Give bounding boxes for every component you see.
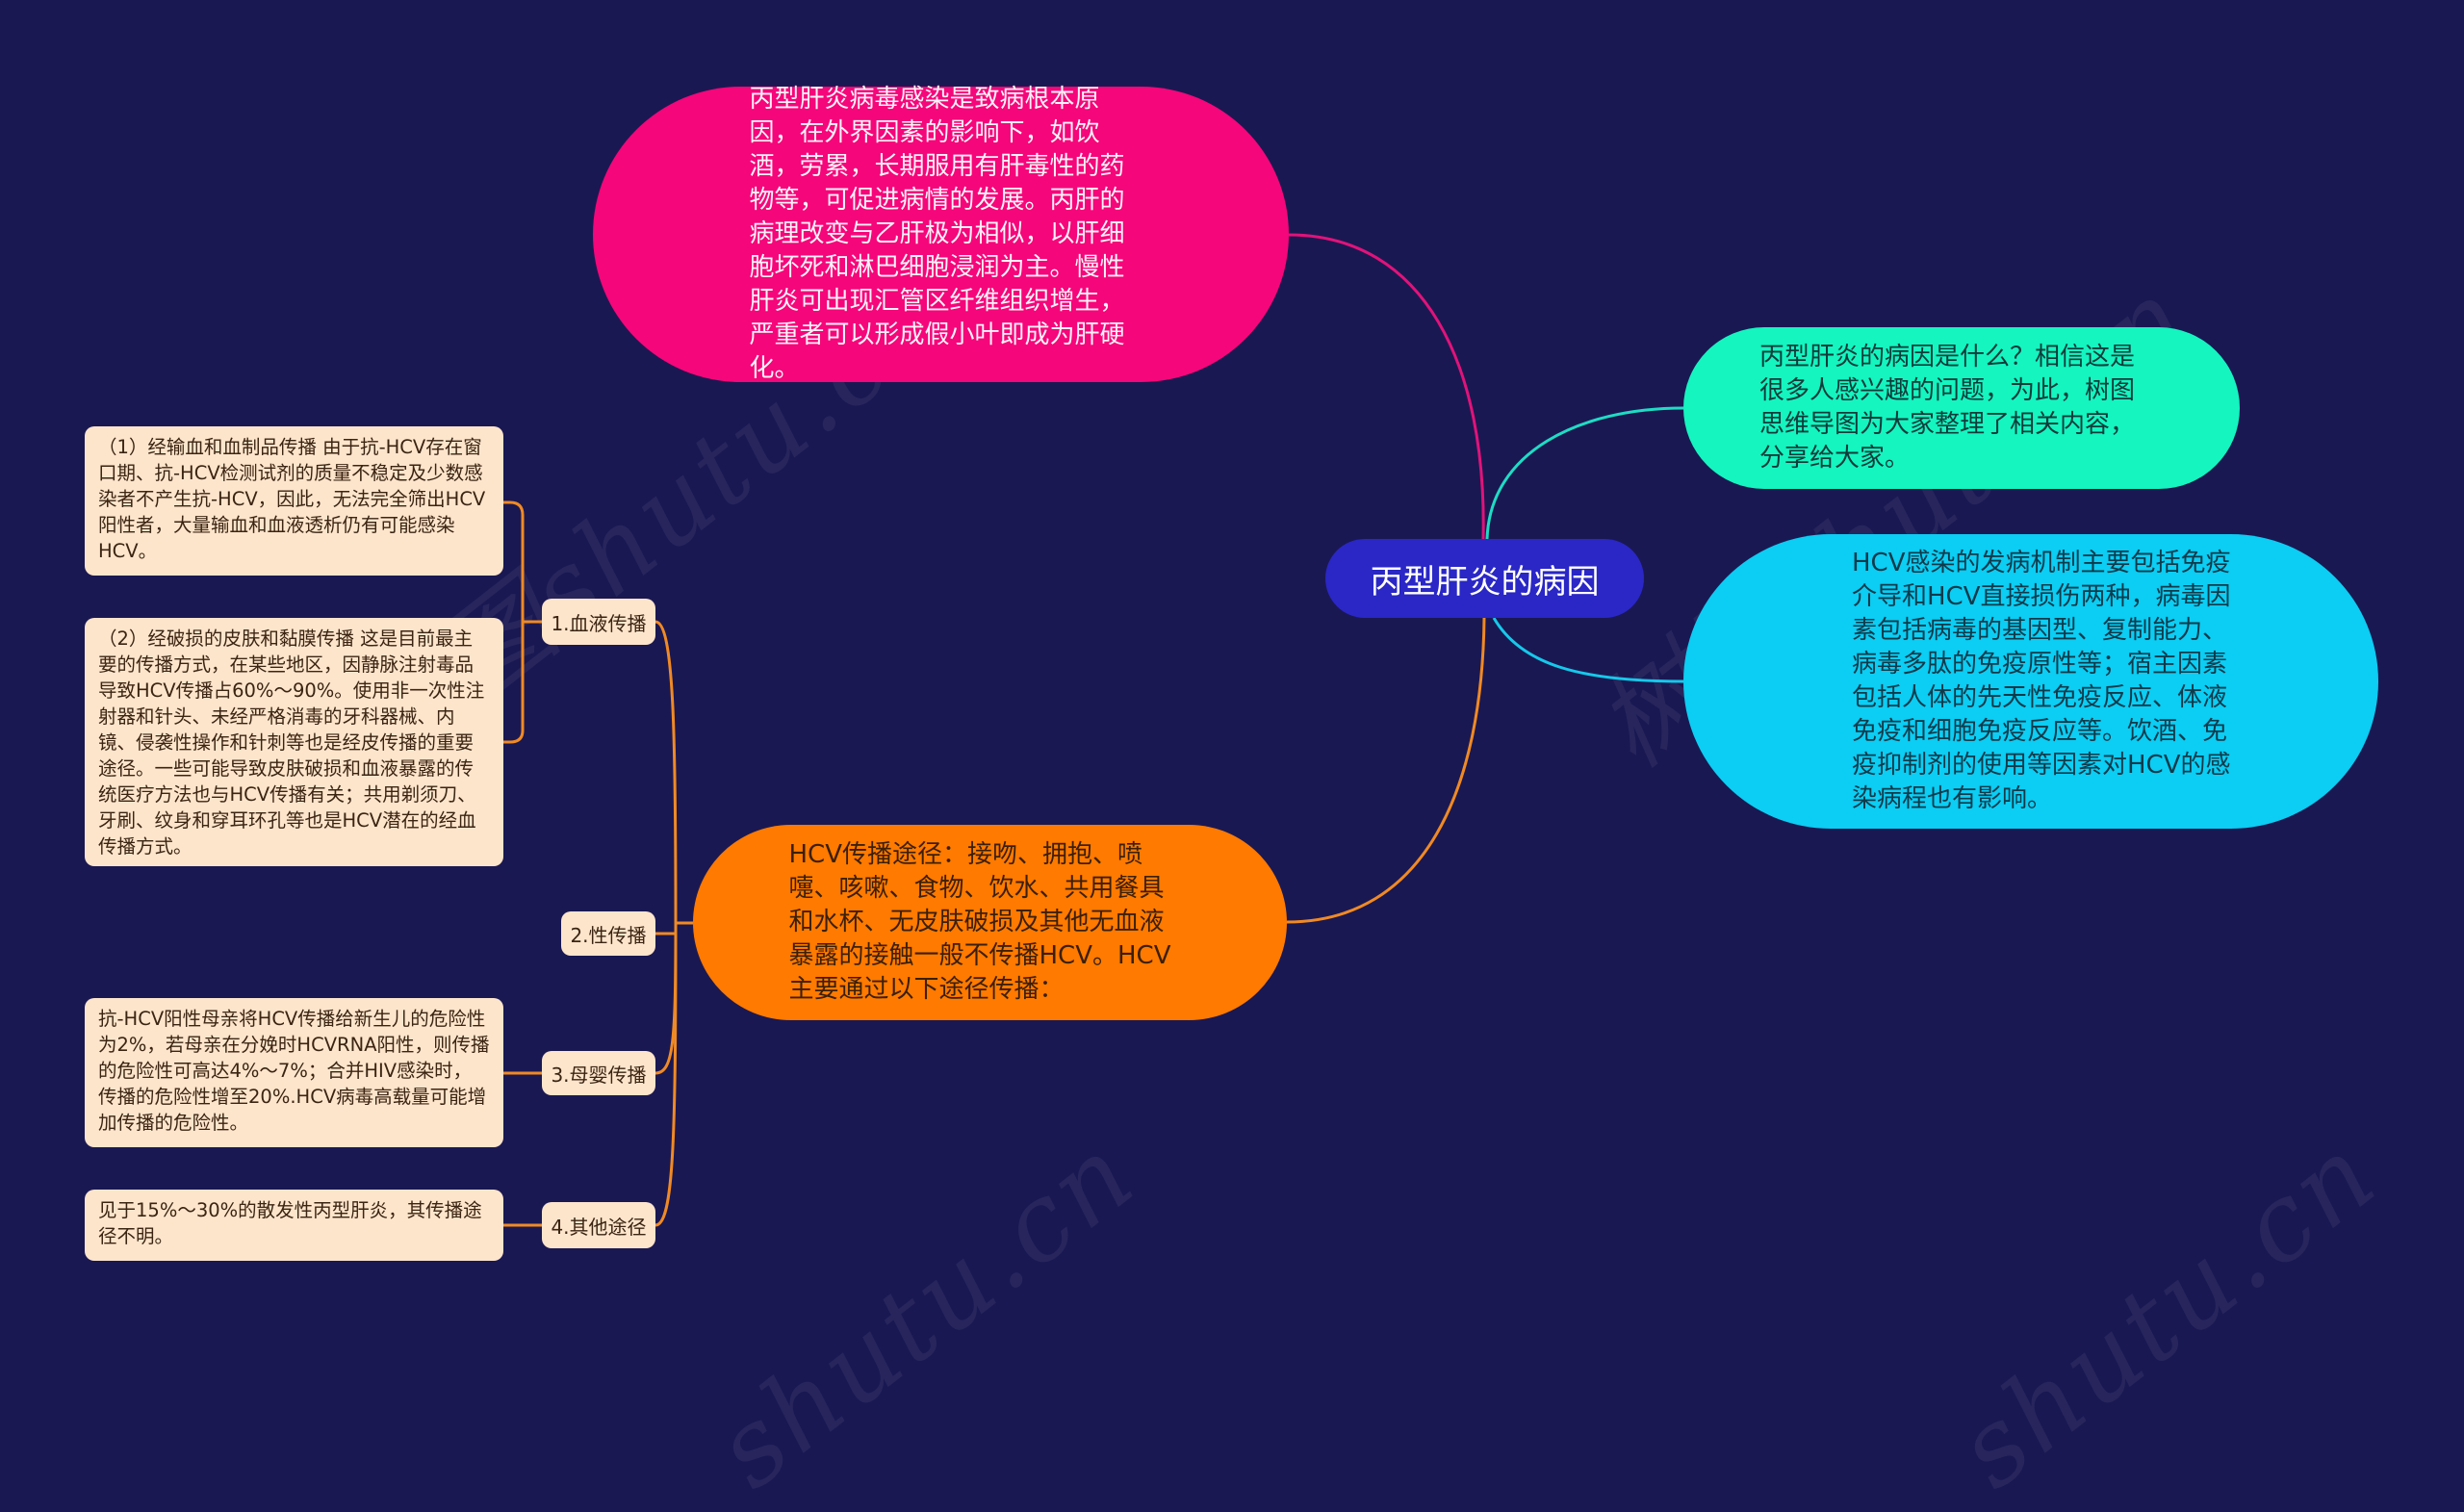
leaf-other-routes[interactable]: 见于15%～30%的散发性丙型肝炎，其传播途径不明。 xyxy=(85,1190,503,1261)
leaf-text: （1）经输血和血制品传播 由于抗-HCV存在窗口期、抗-HCV检测试剂的质量不稳… xyxy=(98,436,486,562)
category-other-routes[interactable]: 4.其他途径 xyxy=(542,1202,655,1248)
branch-intro-text: 丙型肝炎的病因是什么？相信这是很多人感兴趣的问题，为此，树图思维导图为大家整理了… xyxy=(1759,343,2136,473)
watermark: shutu.cn xyxy=(693,1111,1158,1512)
category-mother-infant-transmission[interactable]: 3.母婴传播 xyxy=(542,1051,655,1095)
category-label: 2.性传播 xyxy=(570,923,647,947)
central-topic-label: 丙型肝炎的病因 xyxy=(1370,562,1600,602)
category-sexual-transmission[interactable]: 2.性传播 xyxy=(561,911,655,956)
branch-intro-node[interactable]: 丙型肝炎的病因是什么？相信这是很多人感兴趣的问题，为此，树图思维导图为大家整理了… xyxy=(1683,327,2240,489)
category-label: 4.其他途径 xyxy=(551,1215,647,1239)
branch-pathology-node[interactable]: 丙型肝炎病毒感染是致病根本原因，在外界因素的影响下，如饮酒，劳累，长期服用有肝毒… xyxy=(593,85,1289,383)
leaf-skin-mucosa[interactable]: （2）经破损的皮肤和黏膜传播 这是目前最主要的传播方式，在某些地区，因静脉注射毒… xyxy=(85,618,503,866)
watermark: shutu.cn xyxy=(1935,1111,2400,1512)
leaf-mother-infant[interactable]: 抗-HCV阳性母亲将HCV传播给新生儿的危险性为2%，若母亲在分娩时HCVRNA… xyxy=(85,998,503,1147)
leaf-text: （2）经破损的皮肤和黏膜传播 这是目前最主要的传播方式，在某些地区，因静脉注射毒… xyxy=(98,628,485,858)
branch-transmission-text: HCV传播途径：接吻、拥抱、喷嚏、咳嗽、食物、饮水、共用餐具和水杯、无皮肤破损及… xyxy=(788,840,1171,1004)
leaf-text: 抗-HCV阳性母亲将HCV传播给新生儿的危险性为2%，若母亲在分娩时HCVRNA… xyxy=(98,1008,490,1134)
leaf-blood-products[interactable]: （1）经输血和血制品传播 由于抗-HCV存在窗口期、抗-HCV检测试剂的质量不稳… xyxy=(85,426,503,576)
leaf-text: 见于15%～30%的散发性丙型肝炎，其传播途径不明。 xyxy=(98,1199,482,1247)
mind-map-canvas: 树图shutu.cn 树图shutu.cn shutu.cn shutu.cn … xyxy=(85,85,2400,1512)
category-blood-transmission[interactable]: 1.血液传播 xyxy=(542,599,655,645)
branch-transmission-node[interactable]: HCV传播途径：接吻、拥抱、喷嚏、咳嗽、食物、饮水、共用餐具和水杯、无皮肤破损及… xyxy=(693,825,1287,1020)
category-label: 3.母婴传播 xyxy=(551,1063,647,1087)
branch-mechanism-text: HCV感染的发病机制主要包括免疫介导和HCV直接损伤两种，病毒因素包括病毒的基因… xyxy=(1852,549,2231,813)
branch-mechanism-node[interactable]: HCV感染的发病机制主要包括免疫介导和HCV直接损伤两种，病毒因素包括病毒的基因… xyxy=(1683,534,2378,829)
branch-pathology-text: 丙型肝炎病毒感染是致病根本原因，在外界因素的影响下，如饮酒，劳累，长期服用有肝毒… xyxy=(749,85,1125,383)
central-topic-node[interactable]: 丙型肝炎的病因 xyxy=(1325,539,1644,618)
category-label: 1.血液传播 xyxy=(551,611,647,635)
